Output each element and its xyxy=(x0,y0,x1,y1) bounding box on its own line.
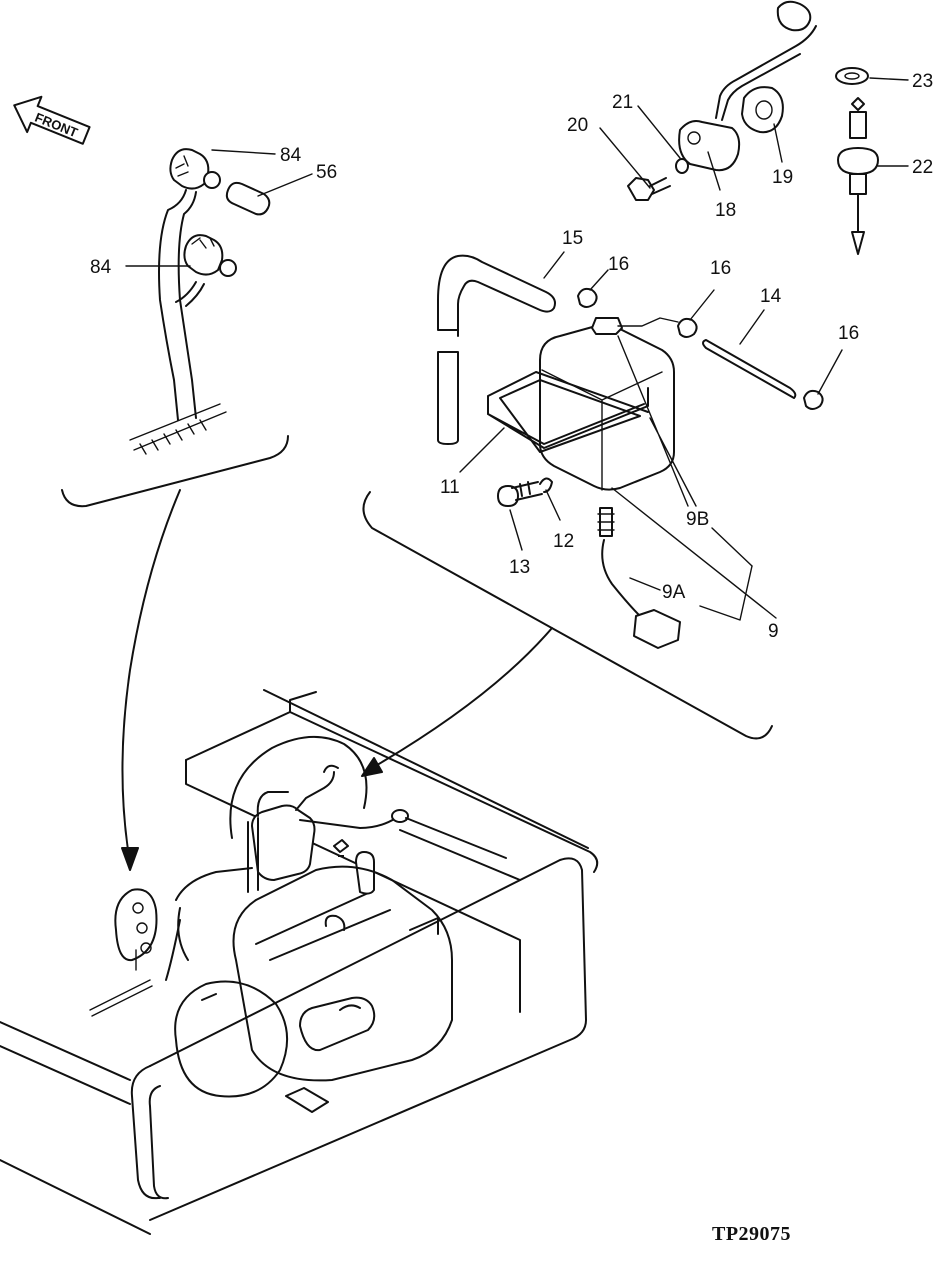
callout-22: 22 xyxy=(912,157,933,178)
front-arrow-icon: FRONT xyxy=(13,95,91,145)
lock-washer-21 xyxy=(675,158,689,174)
leader-21 xyxy=(637,105,681,159)
leader-84-upper xyxy=(211,149,276,155)
wire-harness xyxy=(129,189,227,455)
callout-84-lower: 84 xyxy=(90,257,112,278)
callout-13: 13 xyxy=(509,557,530,578)
callout-9A: 9A xyxy=(662,582,686,603)
leader-16a xyxy=(589,269,609,291)
callout-12: 12 xyxy=(553,531,574,552)
leader-16b xyxy=(689,289,715,321)
callout-14: 14 xyxy=(760,286,782,307)
overflow-hose-15 xyxy=(437,254,556,445)
leader-20 xyxy=(599,127,651,189)
drawing-reference-code: TP29075 xyxy=(712,1223,791,1245)
bulb-cap xyxy=(225,181,271,216)
level-sensor-9A xyxy=(597,507,681,649)
leader-56 xyxy=(257,173,313,197)
leader-19 xyxy=(773,123,783,163)
hose-clamp-16c xyxy=(803,389,824,410)
callout-16b: 16 xyxy=(710,258,731,279)
detail-bracket-left xyxy=(61,435,289,508)
location-arrow-left xyxy=(121,489,181,871)
hose-clamp-16a xyxy=(577,287,598,308)
callout-9B: 9B xyxy=(686,509,709,530)
leader-15 xyxy=(543,251,565,279)
leader-11 xyxy=(459,427,505,473)
hose-clamp-16b xyxy=(677,317,698,338)
callout-20: 20 xyxy=(567,115,588,136)
callout-15: 15 xyxy=(562,228,583,249)
callout-16a: 16 xyxy=(608,254,629,275)
leader-14 xyxy=(739,309,765,345)
callout-84-upper: 84 xyxy=(280,145,302,166)
leader-13 xyxy=(509,509,523,551)
callout-56: 56 xyxy=(316,162,337,183)
leader-16c xyxy=(817,349,843,395)
leader-23 xyxy=(869,77,909,81)
leader-9B xyxy=(617,335,753,567)
gasket-19 xyxy=(741,86,784,134)
leader-18 xyxy=(707,151,721,191)
detail-bracket-right xyxy=(362,491,773,740)
callout-23: 23 xyxy=(912,71,933,92)
cap-screw-20 xyxy=(627,177,671,201)
callout-18: 18 xyxy=(715,200,736,221)
engine-compartment xyxy=(0,689,599,1235)
temperature-switch-22 xyxy=(837,97,879,255)
cap-screw-13 xyxy=(497,481,543,507)
callout-19: 19 xyxy=(772,167,793,188)
hose-14 xyxy=(702,339,797,399)
float-arm xyxy=(715,0,817,121)
location-arrow-right xyxy=(361,627,553,777)
leader-9A xyxy=(629,565,753,621)
recovery-tank-9 xyxy=(539,317,679,491)
bulb-socket-upper xyxy=(169,148,221,190)
washer-23 xyxy=(835,67,869,85)
tank-bracket-11 xyxy=(487,371,649,453)
callout-11: 11 xyxy=(440,477,460,498)
bulb-socket-lower xyxy=(183,234,237,277)
sender-flange-18 xyxy=(678,120,741,172)
callout-16c: 16 xyxy=(838,323,859,344)
leader-12 xyxy=(545,489,561,521)
leader-9 xyxy=(611,487,777,619)
callout-9: 9 xyxy=(768,621,779,642)
callout-21: 21 xyxy=(612,92,633,113)
